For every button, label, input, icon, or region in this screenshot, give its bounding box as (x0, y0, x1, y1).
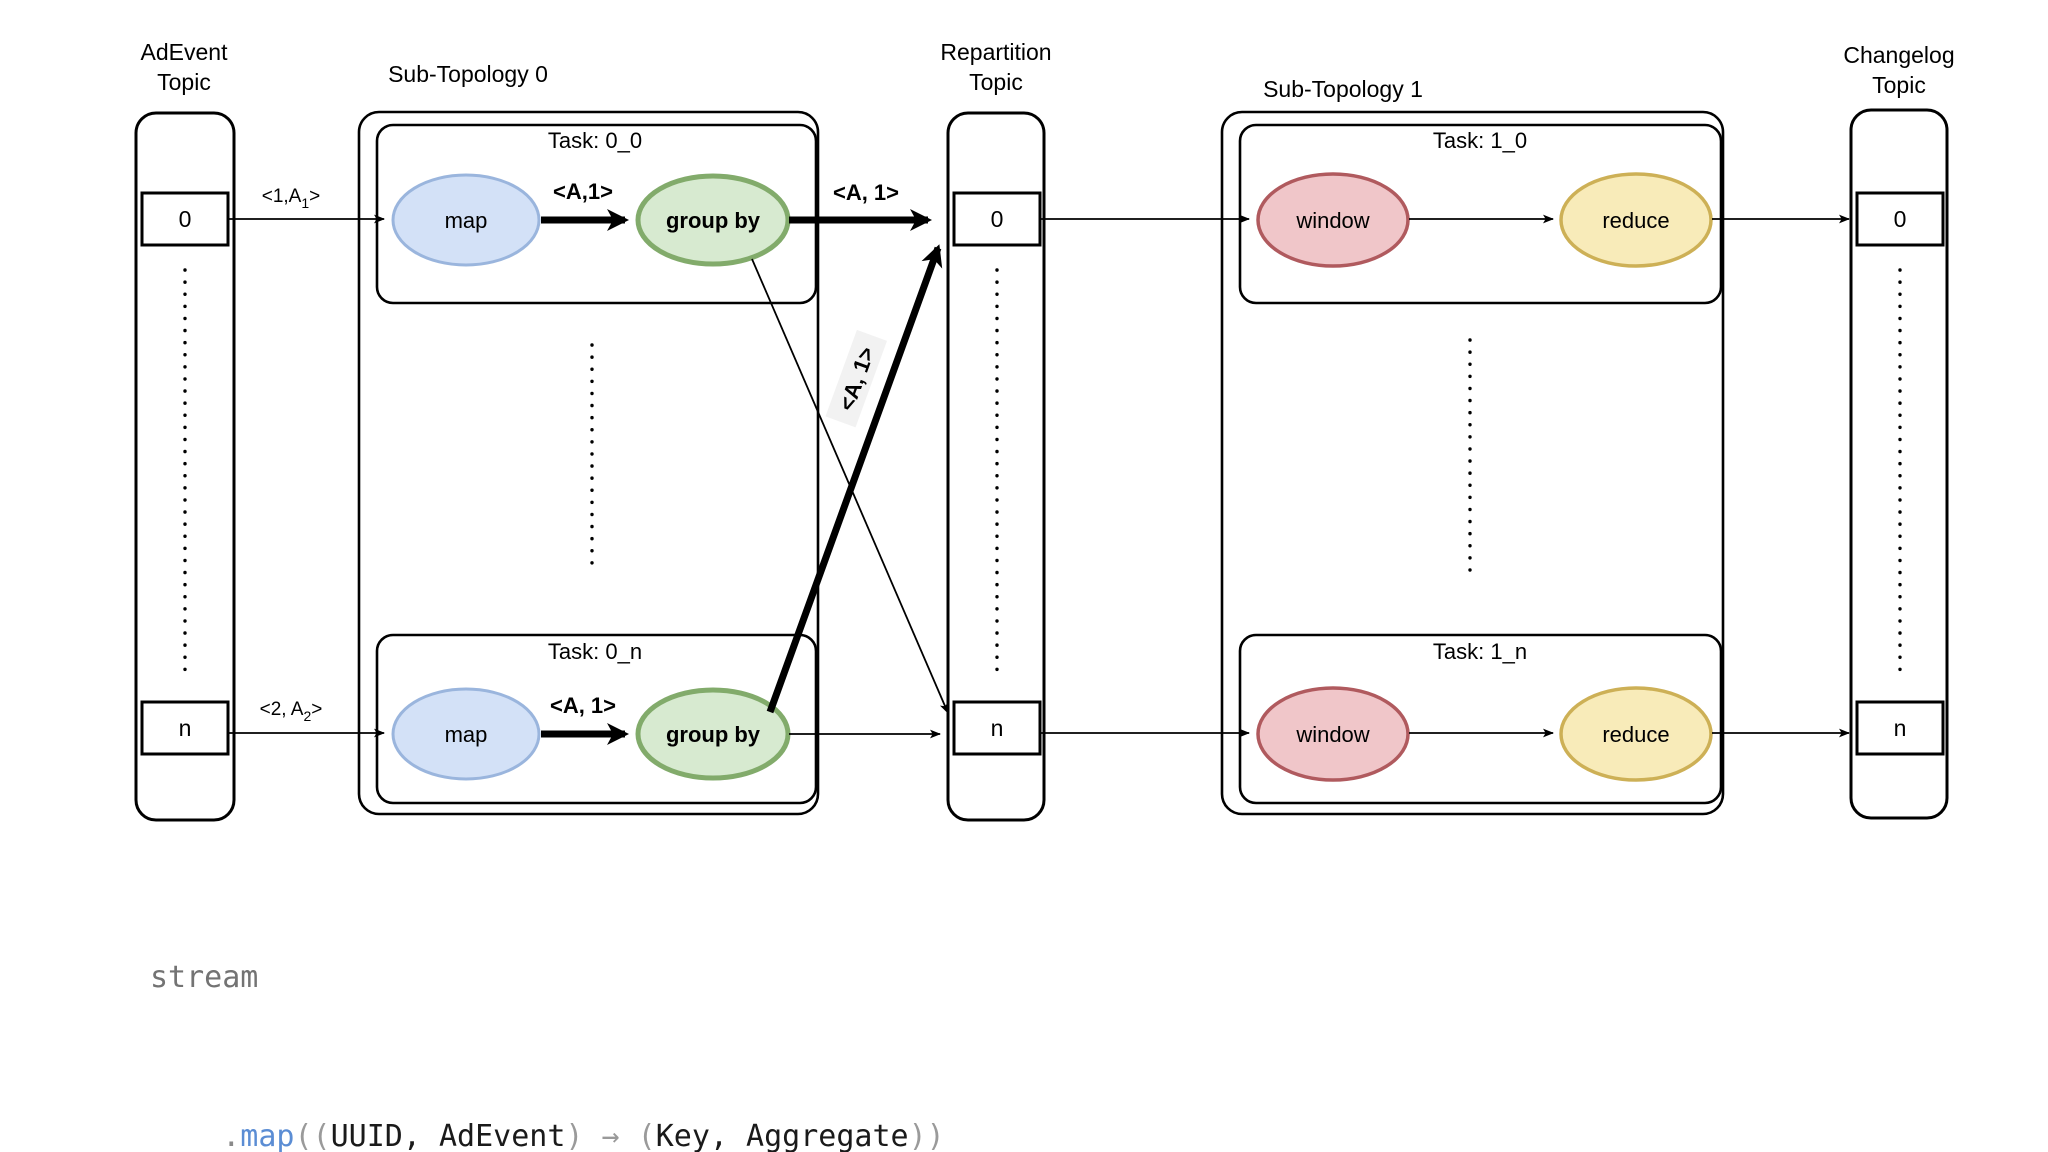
edge-label-in-top-sub: 1 (301, 195, 309, 211)
task-1-n: Task: 1_n window reduce (1238, 633, 1723, 805)
adevent-partition-n-box (140, 700, 230, 756)
subtopology-0-outer-box (357, 110, 820, 816)
map-node-bottom (391, 687, 541, 781)
code-line-2-arg-a: UUID, AdEvent (330, 1119, 566, 1152)
task-0-n-label: Task: 0_n (548, 639, 642, 664)
subtopology-1-title: Sub-Topology 1 (1263, 76, 1423, 102)
repartition-partition-0-label: 0 (991, 206, 1004, 232)
map-node-bottom-label: map (445, 722, 488, 747)
changelog-topic: 0 n (1849, 108, 1949, 820)
adevent-topic-box (134, 111, 236, 822)
code-line-2-fn: map (240, 1119, 295, 1152)
changelog-topic-title-line2: Topic (1872, 72, 1926, 98)
code-line-2-close: )) (908, 1119, 945, 1152)
edge-label-in-top-b: > (309, 186, 320, 207)
repartition-topic-title-line2: Topic (969, 69, 1023, 95)
task-1-n-label: Task: 1_n (1433, 639, 1527, 664)
edge-label-groupby-repartition-top: <A, 1> (833, 180, 899, 205)
task-0-0-box (375, 123, 818, 305)
changelog-partition-0-box (1855, 191, 1945, 247)
svg-text:<2, A2>: <2, A2> (260, 699, 323, 724)
subtopology-0: Task: 0_0 map group by Task: 0_n map gro… (357, 110, 820, 816)
task-0-n: Task: 0_n map group by (375, 633, 818, 805)
task-0-0: Task: 0_0 map group by (375, 123, 818, 305)
adevent-partition-0-label: 0 (179, 206, 192, 232)
edge-label-adevent0: <1,A1> (262, 186, 321, 211)
subtopology-1: Task: 1_0 window reduce Task: 1_n window… (1220, 110, 1725, 816)
repartition-partition-0-box (952, 191, 1042, 247)
task-1-0: Task: 1_0 window reduce (1238, 123, 1723, 305)
edge-groupby-bottom-to-repartition-0 (766, 244, 943, 714)
window-node-bottom-label: window (1295, 722, 1369, 747)
adevent-partition-n-label: n (179, 715, 192, 741)
edge-label-diag-backdrop (825, 329, 888, 428)
map-node-top (391, 173, 541, 267)
edge-label-adeventn: <2, A2> (260, 699, 323, 724)
repartition-topic: 0 n (946, 111, 1046, 822)
changelog-partition-0-label: 0 (1894, 206, 1907, 232)
edge-label-in-bottom-b: > (311, 699, 322, 720)
code-line-1-text: stream (150, 960, 259, 995)
adevent-topic-title-line2: Topic (157, 69, 211, 95)
groupby-node-bottom-label: group by (666, 722, 761, 747)
code-line-2-arg-b: Key, Aggregate (655, 1119, 909, 1152)
edge-label-map-groupby-bottom: <A, 1> (550, 693, 616, 718)
svg-text:<1,A1>: <1,A1> (262, 186, 321, 211)
edge-label-map-groupby-top: <A,1> (553, 179, 613, 204)
window-node-top-label: window (1295, 208, 1369, 233)
groupby-node-bottom (635, 687, 791, 781)
code-line-2-dot: . (222, 1119, 241, 1152)
code-line-2: .map((UUID, AdEvent) → (Key, Aggregate)) (150, 1110, 945, 1152)
task-0-n-box (375, 633, 818, 805)
groupby-node-top-label: group by (666, 208, 761, 233)
repartition-topic-title-line1: Repartition (940, 39, 1051, 65)
code-line-2-open: (( (294, 1119, 331, 1152)
edge-label-in-bottom-a: <2, A (260, 699, 304, 720)
reduce-node-top (1559, 172, 1713, 268)
groupby-node-top (635, 173, 791, 267)
task-0-0-label: Task: 0_0 (548, 128, 642, 153)
task-1-0-label: Task: 1_0 (1433, 128, 1527, 153)
changelog-partition-n-label: n (1894, 715, 1907, 741)
adevent-topic-title-line1: AdEvent (141, 39, 229, 65)
edge-label-in-bottom-sub: 2 (303, 708, 311, 724)
task-1-0-box (1238, 123, 1723, 305)
repartition-partition-n-label: n (991, 715, 1004, 741)
subtopology-1-outer-box (1220, 110, 1725, 816)
code-block: stream .map((UUID, AdEvent) → (Key, Aggr… (150, 845, 945, 1152)
window-node-bottom (1256, 686, 1410, 782)
subtopology-0-title: Sub-Topology 0 (388, 61, 548, 87)
code-line-2-mid: ) → ( (565, 1119, 656, 1152)
code-line-1: stream (150, 951, 945, 1004)
changelog-topic-title-line1: Changelog (1843, 42, 1954, 68)
edge-label-in-top-a: <1,A (262, 186, 302, 207)
reduce-node-bottom (1559, 686, 1713, 782)
task-1-n-box (1238, 633, 1723, 805)
repartition-topic-box (946, 111, 1046, 822)
changelog-partition-n-box (1855, 700, 1945, 756)
reduce-node-top-label: reduce (1602, 208, 1669, 233)
map-node-top-label: map (445, 208, 488, 233)
edge-groupby-top-to-repartition-n (751, 258, 949, 714)
repartition-partition-n-box (952, 700, 1042, 756)
reduce-node-bottom-label: reduce (1602, 722, 1669, 747)
window-node-top (1256, 172, 1410, 268)
adevent-topic: 0 n (134, 111, 236, 822)
